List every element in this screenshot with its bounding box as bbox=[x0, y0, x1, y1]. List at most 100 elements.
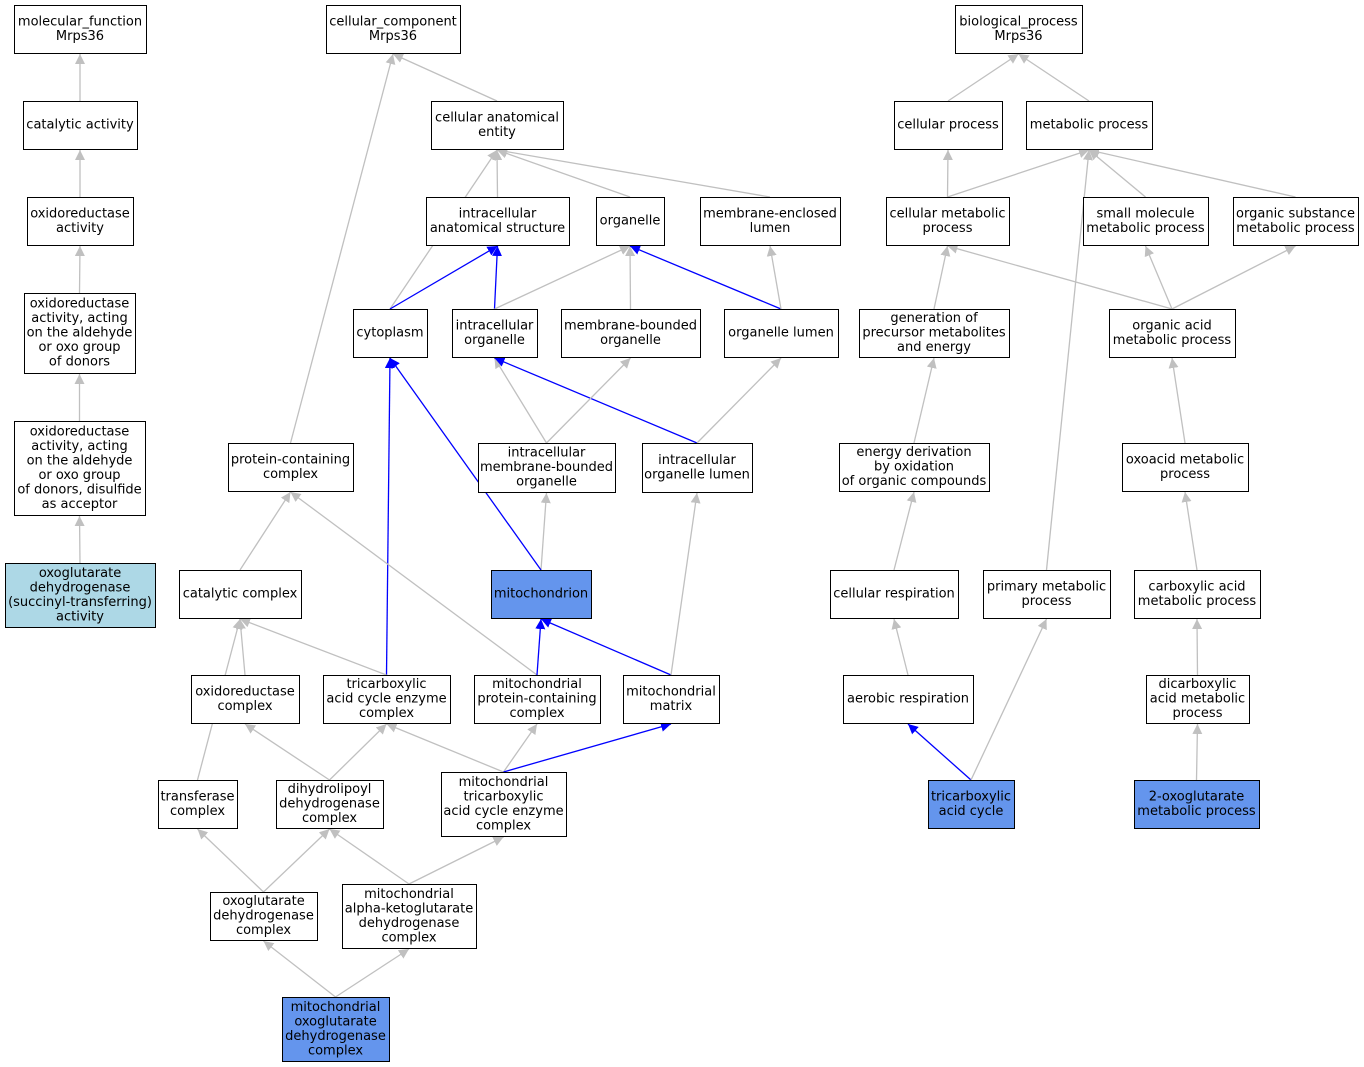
go-term-box bbox=[474, 675, 601, 724]
go-term-box bbox=[1026, 101, 1153, 150]
go-term-label-line: anatomical structure bbox=[430, 221, 565, 236]
go-term-box bbox=[158, 780, 238, 829]
go-term-label-line: complex bbox=[476, 818, 531, 833]
go-term-box bbox=[478, 443, 616, 493]
go-term-box bbox=[23, 101, 138, 150]
go-term-label-line: intracellular bbox=[508, 446, 586, 461]
go-term-label-line: dicarboxylic bbox=[1159, 677, 1237, 692]
go-term-label-line: energy derivation bbox=[856, 445, 971, 460]
go-term-label-line: cellular_component bbox=[329, 14, 457, 29]
go-term-label-line: metabolic process bbox=[1030, 118, 1149, 133]
is-a-edge-mm-to-mito bbox=[540, 618, 672, 676]
go-term-label-line: aerobic respiration bbox=[847, 692, 969, 707]
go-term-label-line: as acceptor bbox=[42, 497, 118, 512]
go-term-label-line: cytoplasm bbox=[356, 326, 423, 341]
go-term-box bbox=[859, 309, 1010, 358]
go-term-label-line: oxidoreductase bbox=[30, 297, 130, 312]
go-term-label-line: process bbox=[1173, 706, 1223, 721]
go-term-box bbox=[431, 101, 564, 150]
is-a-edge-oxc-to-catc bbox=[235, 618, 246, 676]
is-a-edge-tca-to-ar bbox=[907, 723, 972, 781]
go-term-box bbox=[1146, 675, 1250, 724]
is-a-edge-cp-to-bp bbox=[947, 53, 1019, 102]
go-term-label-line: complex bbox=[236, 923, 291, 938]
go-term-label-line: dehydrogenase bbox=[279, 797, 380, 812]
go-term-label-line: Mrps36 bbox=[994, 29, 1042, 44]
go-term-label-line: entity bbox=[478, 125, 516, 140]
go-term-box bbox=[228, 443, 354, 492]
go-term-box bbox=[452, 309, 538, 358]
go-term-label-line: metabolic process bbox=[1236, 221, 1355, 236]
is-a-edge-ar-to-cr bbox=[891, 618, 909, 676]
go-term-label-line: activity, acting bbox=[31, 439, 128, 454]
is-a-edge-mp-to-bp bbox=[1018, 53, 1090, 102]
go-term-box bbox=[342, 884, 477, 949]
is-a-edge-mtcac-to-mpcc bbox=[502, 723, 538, 773]
is-a-edge-oamp-to-cmp bbox=[947, 243, 1173, 310]
is-a-edge-pcc-to-cc bbox=[289, 53, 396, 444]
is-a-edge-osmp-to-mp bbox=[1088, 147, 1296, 198]
go-term-box bbox=[1134, 780, 1260, 829]
is-a-edge-tcac-to-cytoplasm bbox=[384, 357, 395, 676]
go-term-label-line: oxoacid metabolic bbox=[1126, 452, 1244, 467]
go-term-label-line: complex bbox=[217, 699, 272, 714]
is-a-edge-cr-to-edooc bbox=[893, 491, 917, 571]
go-term-label-line: acid cycle enzyme bbox=[443, 804, 563, 819]
go-term-label-line: metabolic process bbox=[1138, 594, 1257, 609]
go-term-box bbox=[1083, 197, 1209, 246]
is-a-edge-makgdc-to-mtcac bbox=[408, 836, 504, 885]
go-term-label-line: complex bbox=[170, 804, 225, 819]
go-term-label-line: or oxo group bbox=[38, 340, 120, 355]
is-a-edge-mpcc-to-pcc bbox=[290, 491, 538, 676]
go-term-label-line: dehydrogenase bbox=[213, 909, 314, 924]
go-term-node-cat_act: catalytic activity bbox=[23, 101, 138, 150]
is-a-edge-ol-to-mel bbox=[766, 245, 782, 310]
go-term-label-line: mitochondrial bbox=[291, 1000, 381, 1015]
go-term-label-line: organelle bbox=[516, 475, 577, 490]
go-term-label-line: metabolic process bbox=[1113, 333, 1232, 348]
is-a-edge-smmp-to-mp bbox=[1088, 149, 1146, 198]
go-term-box bbox=[983, 570, 1111, 619]
go-term-label-line: organelle bbox=[600, 333, 661, 348]
go-term-label-line: carboxylic acid bbox=[1148, 579, 1245, 594]
is-a-edge-ias-to-cae bbox=[492, 149, 503, 198]
go-term-label-line: activity bbox=[56, 221, 104, 236]
go-term-label-line: activity, acting bbox=[31, 311, 128, 326]
go-term-label-line: alpha-ketoglutarate bbox=[345, 901, 473, 916]
is-a-edge-iol-to-io bbox=[494, 357, 698, 444]
is-a-edge-tca-to-pmp bbox=[970, 618, 1048, 781]
go-term-label-line: membrane-bounded bbox=[480, 460, 613, 475]
is-a-edge-oxamp-to-oamp bbox=[1168, 357, 1186, 444]
is-a-edge-imbo-to-io bbox=[493, 357, 548, 444]
go-term-label-line: mitochondrial bbox=[626, 684, 716, 699]
go-term-label-line: metabolic process bbox=[1086, 221, 1205, 236]
go-term-box bbox=[843, 675, 974, 724]
go-term-label-line: protein-containing bbox=[477, 692, 596, 707]
go-term-label-line: generation of bbox=[890, 311, 978, 326]
go-term-label-line: catalytic complex bbox=[183, 587, 298, 602]
go-term-box bbox=[282, 997, 390, 1062]
go-term-label-line: metabolic process bbox=[1137, 804, 1256, 819]
go-term-box bbox=[323, 675, 451, 724]
go-term-label-line: mitochondrion bbox=[494, 587, 588, 602]
go-term-box bbox=[5, 563, 156, 628]
go-term-box bbox=[210, 892, 318, 941]
go-term-label-line: by oxidation bbox=[874, 460, 954, 475]
go-term-label-line: primary metabolic bbox=[987, 579, 1106, 594]
go-term-label-line: organelle lumen bbox=[644, 467, 750, 482]
is-a-edge-mito-to-imbo bbox=[540, 492, 551, 571]
is-a-edge-iol-to-ol bbox=[696, 357, 782, 444]
go-term-label-line: membrane-bounded bbox=[564, 318, 697, 333]
